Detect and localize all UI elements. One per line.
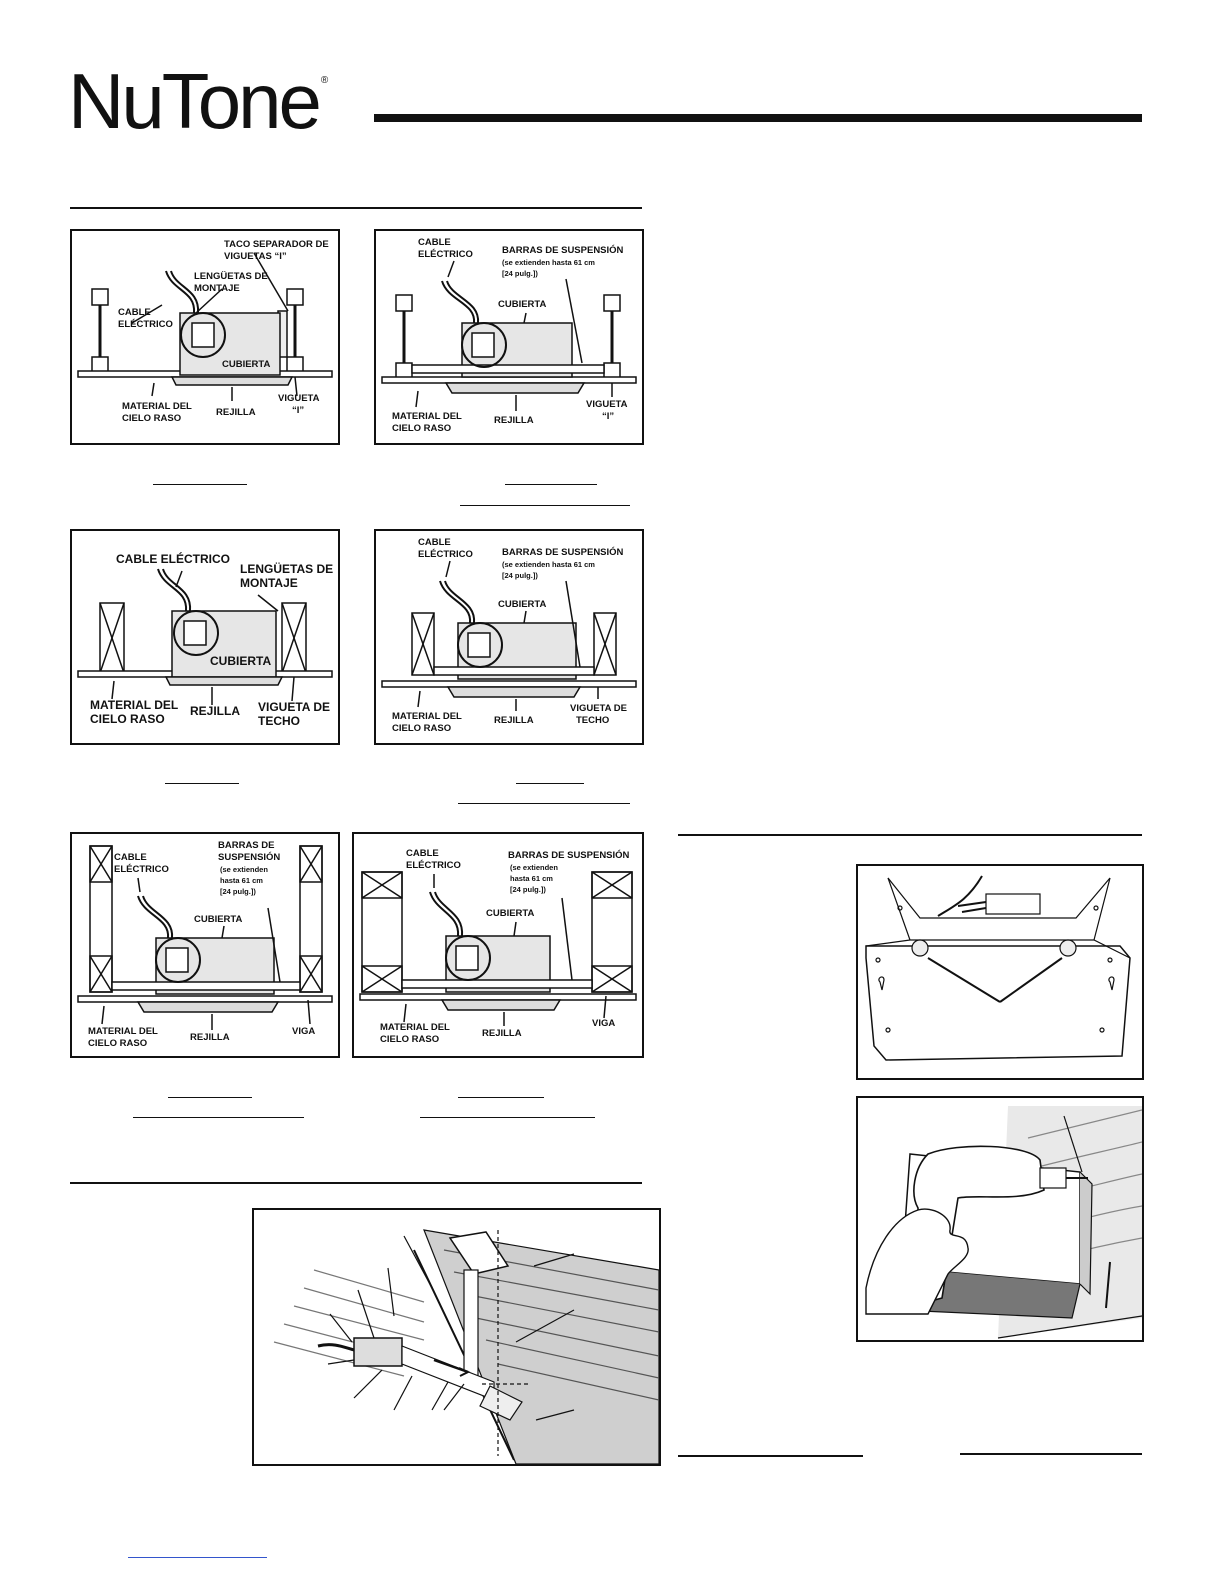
- label-cable-2: ELÉCTRICO: [418, 249, 473, 260]
- label-cable: CABLE: [114, 852, 147, 863]
- label-cable-2: ELÉCTRICO: [406, 860, 461, 871]
- label-cable-2: ELÉCTRICO: [118, 319, 173, 330]
- caption-underline: [133, 1117, 304, 1118]
- label-housing: CUBIERTA: [486, 908, 535, 919]
- label-grille: REJILLA: [494, 415, 534, 426]
- label-grille: REJILLA: [190, 704, 240, 718]
- label-bars: BARRAS DE SUSPENSIÓN: [502, 546, 624, 558]
- label-truss: VIGA: [592, 1018, 615, 1029]
- label-grille: REJILLA: [494, 715, 534, 726]
- label-housing: CUBIERTA: [498, 599, 547, 610]
- label-ceiling: MATERIAL DEL: [90, 698, 178, 712]
- label-ceiling-2: CIELO RASO: [392, 723, 451, 734]
- figure-housing-open: [856, 864, 1144, 1080]
- label-cable-2: ELÉCTRICO: [418, 549, 473, 560]
- label-grille: REJILLA: [482, 1028, 522, 1039]
- label-cable: CABLE: [418, 237, 451, 248]
- label-cable: CABLE: [118, 307, 151, 318]
- label-ext: (se extienden hasta 61 cm: [502, 560, 595, 569]
- label-ext-3: [24 pulg.]): [220, 887, 256, 896]
- label-housing: CUBIERTA: [210, 654, 271, 668]
- caption-underline: [458, 1097, 544, 1098]
- label-ext: (se extienden: [510, 863, 558, 872]
- label-cable-2: ELÉCTRICO: [114, 864, 169, 875]
- label-ceiling: MATERIAL DEL: [88, 1026, 158, 1037]
- label-ceiling: MATERIAL DEL: [392, 711, 462, 722]
- figure-truss-wide: CABLE ELÉCTRICO BARRAS DE SUSPENSIÓN (se…: [352, 832, 644, 1058]
- label-ext-2: [24 pulg.]): [502, 269, 538, 278]
- label-tabs-2: MONTAJE: [240, 576, 298, 590]
- header-rule: [374, 114, 1142, 122]
- figure-ducting-attic: [252, 1208, 661, 1466]
- label-ceiling-2: CIELO RASO: [392, 423, 451, 434]
- label-ext: (se extienden: [220, 865, 268, 874]
- caption-underline: [458, 803, 630, 804]
- section-rule-ducting: [70, 1182, 642, 1184]
- label-joist: VIGUETA DE: [258, 700, 330, 714]
- label-joist-2: TECHO: [258, 714, 300, 728]
- label-cable: CABLE: [418, 537, 451, 548]
- caption-underline: [168, 1097, 252, 1098]
- nutone-logo: NuTone®: [68, 62, 328, 140]
- registered-mark: ®: [320, 75, 329, 86]
- figure-i-joist-bars: CABLE ELÉCTRICO BARRAS DE SUSPENSIÓN (se…: [374, 229, 644, 445]
- caption-underline: [516, 783, 584, 784]
- section-rule-right: [678, 834, 1142, 836]
- brand-name: NuTone: [68, 57, 322, 145]
- figure-drill-mounting: [856, 1096, 1144, 1342]
- label-ceiling-2: CIELO RASO: [90, 712, 165, 726]
- label-grille: REJILLA: [216, 407, 256, 418]
- label-tabs: LENGÜETAS DE: [194, 271, 268, 282]
- caption-underline: [960, 1453, 1142, 1455]
- label-grille: REJILLA: [190, 1032, 230, 1043]
- label-ceiling: MATERIAL DEL: [392, 411, 462, 422]
- label-truss: VIGA: [292, 1026, 315, 1037]
- label-ext-2: hasta 61 cm: [510, 874, 553, 883]
- label-spacer: TACO SEPARADOR DE: [224, 239, 329, 250]
- caption-underline: [460, 505, 630, 506]
- caption-underline: [420, 1117, 595, 1118]
- label-cable: CABLE: [406, 848, 439, 859]
- label-ceiling-2: CIELO RASO: [380, 1034, 439, 1045]
- label-joist: VIGUETA: [586, 399, 628, 410]
- label-spacer-2: VIGUETAS “I”: [224, 251, 287, 262]
- label-bars: BARRAS DE SUSPENSIÓN: [508, 849, 630, 861]
- caption-underline: [678, 1455, 863, 1457]
- label-bars: BARRAS DE SUSPENSIÓN: [502, 244, 624, 256]
- figure-i-joist-tabs: TACO SEPARADOR DE VIGUETAS “I” LENGÜETAS…: [70, 229, 340, 445]
- caption-underline: [505, 484, 597, 485]
- figure-joist-bars: CABLE ELÉCTRICO BARRAS DE SUSPENSIÓN (se…: [374, 529, 644, 745]
- label-ext-2: [24 pulg.]): [502, 571, 538, 580]
- caption-underline: [153, 484, 247, 485]
- section-rule-mounting: [70, 207, 642, 209]
- label-ext-3: [24 pulg.]): [510, 885, 546, 894]
- footer-link-underline: [128, 1557, 267, 1558]
- label-tabs: LENGÜETAS DE: [240, 561, 333, 576]
- label-cable: CABLE ELÉCTRICO: [116, 551, 230, 566]
- label-joist: VIGUETA: [278, 393, 320, 404]
- label-ceiling-2: CIELO RASO: [88, 1038, 147, 1049]
- label-joist: VIGUETA DE: [570, 703, 627, 714]
- label-tabs-2: MONTAJE: [194, 283, 240, 294]
- label-ext: (se extienden hasta 61 cm: [502, 258, 595, 267]
- label-housing: CUBIERTA: [222, 359, 271, 370]
- label-bars-2: SUSPENSIÓN: [218, 851, 280, 863]
- label-housing: CUBIERTA: [194, 914, 243, 925]
- label-joist-2: “I”: [602, 411, 614, 422]
- label-housing: CUBIERTA: [498, 299, 547, 310]
- label-ceiling: MATERIAL DEL: [380, 1022, 450, 1033]
- label-ceiling: MATERIAL DEL: [122, 401, 192, 412]
- label-joist-2: TECHO: [576, 715, 609, 726]
- caption-underline: [165, 783, 239, 784]
- figure-truss-tall: CABLE ELÉCTRICO BARRAS DE SUSPENSIÓN (se…: [70, 832, 340, 1058]
- label-ext-2: hasta 61 cm: [220, 876, 263, 885]
- figure-joist-tabs: CABLE ELÉCTRICO LENGÜETAS DE MONTAJE CUB…: [70, 529, 340, 745]
- label-ceiling-2: CIELO RASO: [122, 413, 181, 424]
- label-joist-2: “I”: [292, 405, 304, 416]
- label-bars: BARRAS DE: [218, 840, 274, 851]
